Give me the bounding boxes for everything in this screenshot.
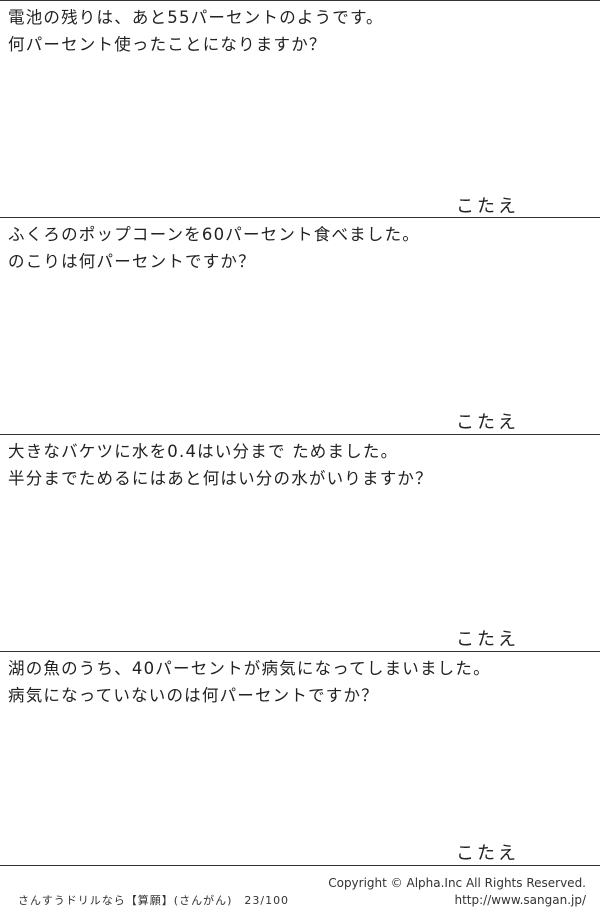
footer-divider	[0, 865, 600, 866]
footer-copyright: Copyright © Alpha.Inc All Rights Reserve…	[328, 876, 586, 890]
problem-4-question-line-2: 病気になっていないのは何パーセントですか？	[8, 686, 379, 705]
footer-url-link[interactable]: http://www.sangan.jp/	[454, 893, 586, 907]
footer-drill-title: さんすうドリルなら【算願】(さんがん) 23/100	[18, 894, 290, 907]
problem-2: ふくろのポップコーンを60パーセント食べました。 のこりは何パーセントですか？ …	[0, 217, 600, 434]
problem-2-question-line-1: ふくろのポップコーンを60パーセント食べました。	[8, 225, 420, 244]
problem-1-question-line-1: 電池の残りは、あと55パーセントのようです。	[8, 8, 384, 27]
problem-1-question-line-2: 何パーセント使ったことになりますか？	[8, 35, 327, 54]
problem-3: 大きなバケツに水を0.4はい分まで ためました。 半分までためるにはあと何はい分…	[0, 434, 600, 651]
problem-4-question-line-1: 湖の魚のうち、40パーセントが病気になってしまいました。	[8, 659, 491, 678]
problem-1: 電池の残りは、あと55パーセントのようです。 何パーセント使ったことになりますか…	[0, 0, 600, 217]
problem-3-question-line-1: 大きなバケツに水を0.4はい分まで ためました。	[8, 442, 399, 461]
problem-2-answer-label: こたえ	[456, 412, 519, 433]
problem-1-answer-label: こたえ	[456, 196, 519, 217]
problem-2-question-line-2: のこりは何パーセントですか？	[8, 252, 256, 271]
problem-4: 湖の魚のうち、40パーセントが病気になってしまいました。 病気になっていないのは…	[0, 651, 600, 865]
problem-3-question-line-2: 半分までためるにはあと何はい分の水がいりますか？	[8, 469, 433, 488]
problem-4-answer-label: こたえ	[456, 843, 519, 864]
problem-3-answer-label: こたえ	[456, 629, 519, 650]
